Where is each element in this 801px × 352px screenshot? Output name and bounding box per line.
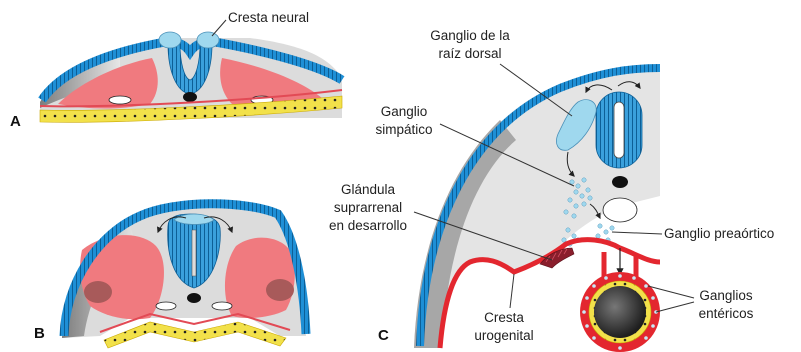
cresta-neural-leader <box>212 20 226 36</box>
glandula-line3: en desarrollo <box>329 218 407 233</box>
ganglio-raiz-dorsal-line2: raíz dorsal <box>438 46 501 61</box>
panel-a: A <box>10 32 342 130</box>
panel-b: B <box>34 204 306 349</box>
panel-b-somite-right <box>225 238 295 318</box>
ganglio-simpatico-line1: Ganglio <box>381 104 428 119</box>
panel-a-notochord <box>183 92 197 102</box>
panel-a-aorta-left <box>109 96 131 104</box>
panel-b-notochord <box>187 293 201 303</box>
label-ganglios-entericos: Ganglios entéricos <box>648 286 754 321</box>
panel-a-crest-left <box>159 32 181 48</box>
glandula-line1: Glándula <box>341 182 396 197</box>
panel-c-label: C <box>378 327 389 344</box>
ganglio-preaortico-text: Ganglio preaórtico <box>664 226 774 241</box>
panel-c-aorta <box>603 198 637 222</box>
panel-a-crest-right <box>197 32 219 48</box>
panel-b-label: B <box>34 325 45 342</box>
ganglios-entericos-line2: entéricos <box>699 306 754 321</box>
panel-b-neural-lumen <box>192 230 196 276</box>
panel-b-dark-somite-left <box>84 281 112 303</box>
ganglios-entericos-line1: Ganglios <box>699 288 753 303</box>
panel-c-neural-lumen <box>614 102 624 158</box>
panel-b-aorta-right <box>212 302 232 310</box>
panel-c-notochord <box>612 176 628 188</box>
panel-b-endoderm <box>104 322 286 348</box>
ganglio-preaortico-leader <box>612 232 662 234</box>
ganglio-simpatico-line2: simpático <box>375 122 432 137</box>
panel-b-dark-somite-right <box>266 279 294 301</box>
ganglio-raiz-dorsal-line1: Ganglio de la <box>430 28 510 43</box>
cresta-neural-label: Cresta neural <box>228 10 309 25</box>
cresta-urogenital-line2: urogenital <box>474 328 533 343</box>
cresta-urogenital-leader <box>510 274 514 308</box>
label-cresta-urogenital: Cresta urogenital <box>474 274 533 343</box>
panel-c-gut-lumen <box>594 286 646 338</box>
panel-b-aorta-left <box>156 302 176 310</box>
cresta-urogenital-line1: Cresta <box>484 310 524 325</box>
label-ganglio-preaortico: Ganglio preaórtico <box>612 226 774 241</box>
glandula-line2: suprarrenal <box>334 200 402 215</box>
ganglios-entericos-leader-2 <box>656 302 694 312</box>
panel-a-label: A <box>10 113 21 130</box>
